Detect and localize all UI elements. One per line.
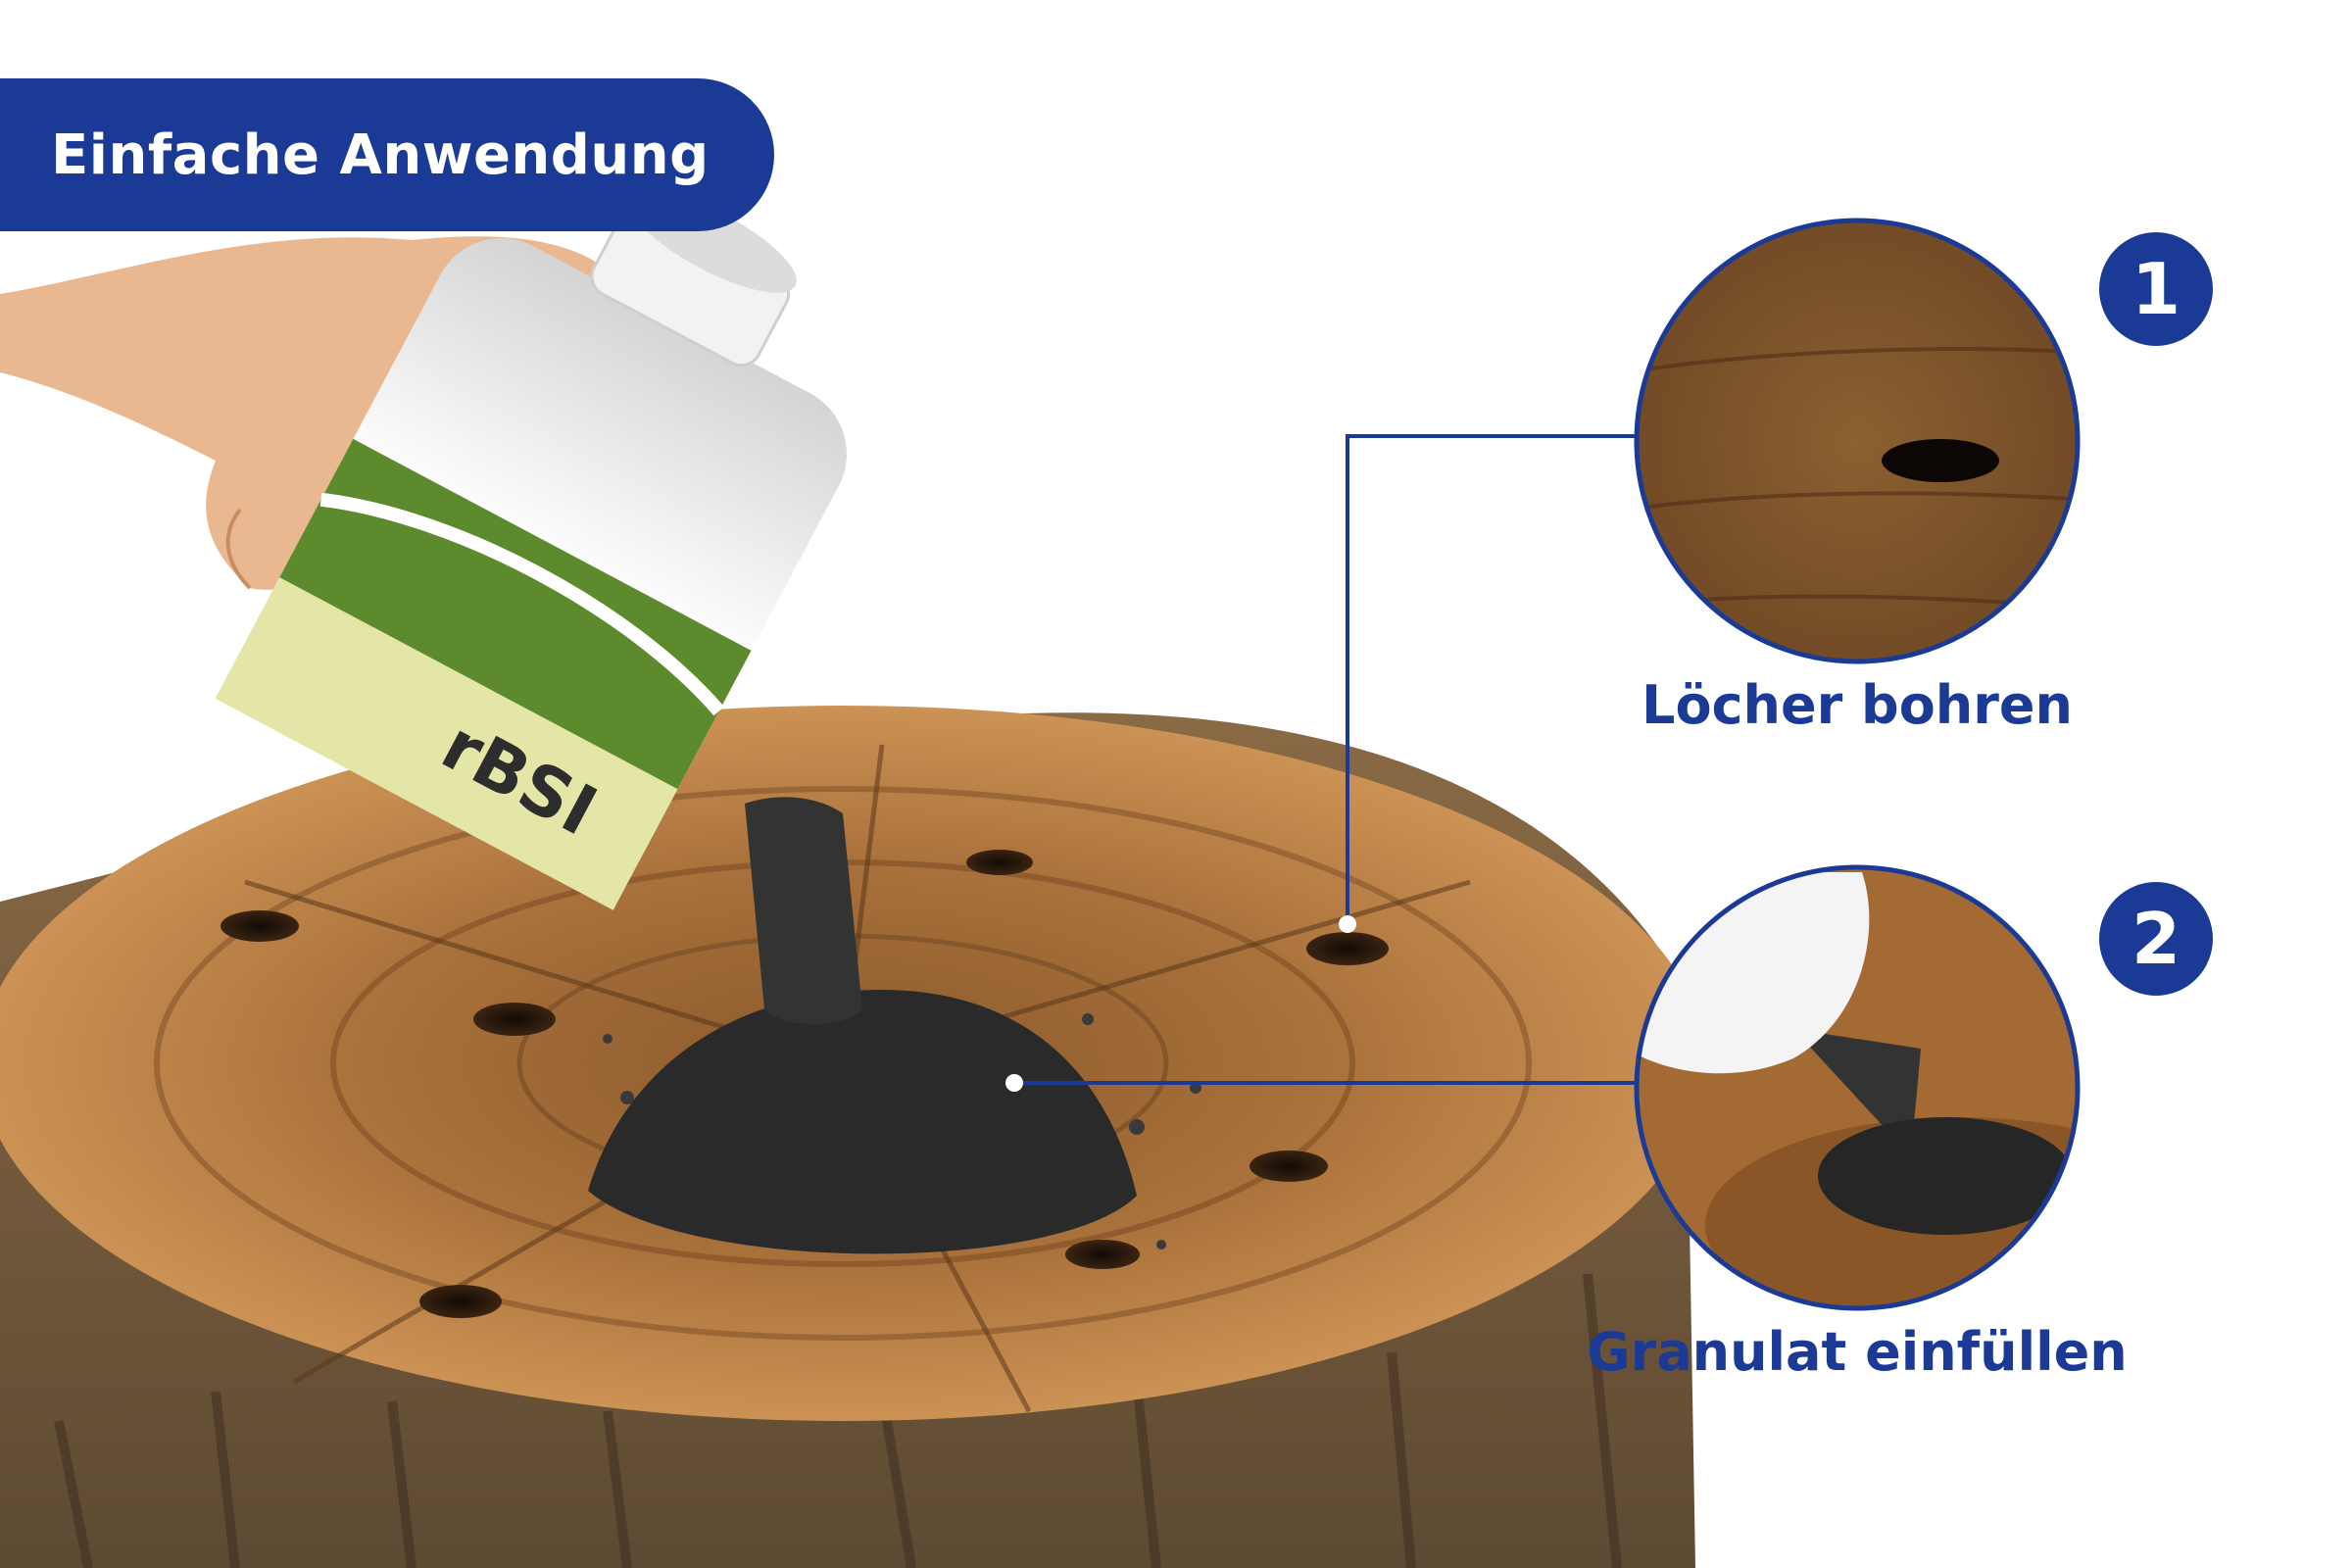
step-1-badge: 1 [2092, 225, 2220, 353]
header-title: Einfache Anwendung [51, 122, 710, 187]
inset-image-step-2 [1634, 864, 2081, 1311]
drilled-holes [220, 850, 1389, 1318]
step-1-label: Löcher bohren [1642, 674, 2073, 736]
step-2-label: Granulat einfüllen [1587, 1321, 2128, 1383]
product-bottle: rBSI [215, 190, 847, 910]
step-2-number: 2 [2131, 898, 2181, 980]
connector-dot-step-2 [1005, 1074, 1023, 1092]
granulate-pile [588, 797, 1201, 1254]
connector-line-step-1 [1346, 434, 1637, 924]
inset-image-step-1 [1634, 218, 2081, 664]
step-1-number: 1 [2131, 248, 2181, 330]
header-banner: Einfache Anwendung [0, 78, 774, 231]
connector-dot-step-1 [1339, 915, 1356, 933]
connector-lines [1014, 434, 1637, 1085]
step-2-badge: 2 [2092, 875, 2220, 1003]
